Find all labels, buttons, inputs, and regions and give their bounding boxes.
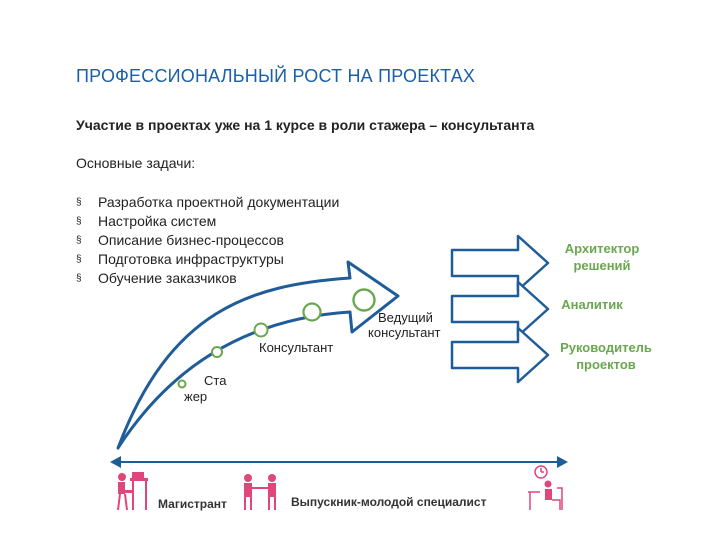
bullet-icon: §	[76, 235, 82, 246]
list-item: § Разработка проектной документации	[76, 193, 339, 212]
outcome-label-architect-line1: Архитектор	[564, 241, 640, 256]
bullet-icon: §	[76, 197, 82, 208]
task-label: Настройка систем	[98, 213, 217, 229]
outcome-label-architect-line2: решений	[573, 258, 631, 273]
outcome-label-architect: Архитектор решений	[552, 240, 652, 274]
task-label: Обучение заказчиков	[98, 270, 237, 286]
student-at-desk-icon	[117, 472, 148, 511]
outcome-arrow-architect	[450, 234, 550, 292]
specialist-with-clock-icon	[528, 465, 563, 510]
task-label: Подготовка инфраструктуры	[98, 251, 284, 267]
list-item: § Настройка систем	[76, 212, 339, 231]
stage-dot-lead	[352, 288, 376, 312]
page-title: ПРОФЕССИОНАЛЬНЫЙ РОСТ НА ПРОЕКТАХ	[76, 66, 476, 86]
bottom-label-graduate: Выпускник-молодой специалист	[291, 495, 487, 509]
stage-dot-4	[302, 302, 322, 322]
tasks-list: § Разработка проектной документации § Наст…	[76, 193, 339, 288]
outcome-arrow-analyst	[450, 280, 550, 338]
outcome-label-head-line1: Руководитель	[560, 340, 652, 355]
page-subtitle: Участие в проектах уже на 1 курсе в роли…	[76, 117, 535, 133]
stage-label-consultant: Консультант	[259, 340, 334, 355]
timeline-arrow-left	[110, 456, 121, 468]
stage-dot-2	[211, 346, 223, 358]
bullet-icon: §	[76, 273, 82, 284]
stage-label-lead-top: Ведущий	[378, 310, 433, 325]
task-label: Описание бизнес-процессов	[98, 232, 284, 248]
outcome-label-head-line2: проектов	[576, 357, 636, 372]
bullet-icon: §	[76, 254, 82, 265]
stage-label-intern-bottom: жер	[184, 389, 208, 404]
list-item: § Подготовка инфраструктуры	[76, 250, 339, 269]
stage-label-lead-bottom: консультант	[368, 325, 441, 340]
outcome-label-analyst: Аналитик	[561, 297, 623, 312]
outcome-arrow-head	[450, 326, 550, 384]
list-item: § Описание бизнес-процессов	[76, 231, 339, 250]
bullet-icon: §	[76, 216, 82, 227]
tasks-label: Основные задачи:	[76, 155, 196, 171]
stage-label-intern-top: Ста	[204, 373, 227, 388]
handshake-icon	[244, 474, 276, 510]
bottom-label-master: Магистрант	[158, 497, 227, 511]
timeline-arrow-right	[557, 456, 568, 468]
list-item: § Обучение заказчиков	[76, 269, 339, 288]
stage-dot-intern	[177, 379, 187, 389]
stage-dot-consultant	[253, 322, 269, 338]
growth-arrow	[116, 260, 400, 450]
task-label: Разработка проектной документации	[98, 194, 340, 210]
outcome-label-head: Руководитель проектов	[552, 339, 660, 373]
